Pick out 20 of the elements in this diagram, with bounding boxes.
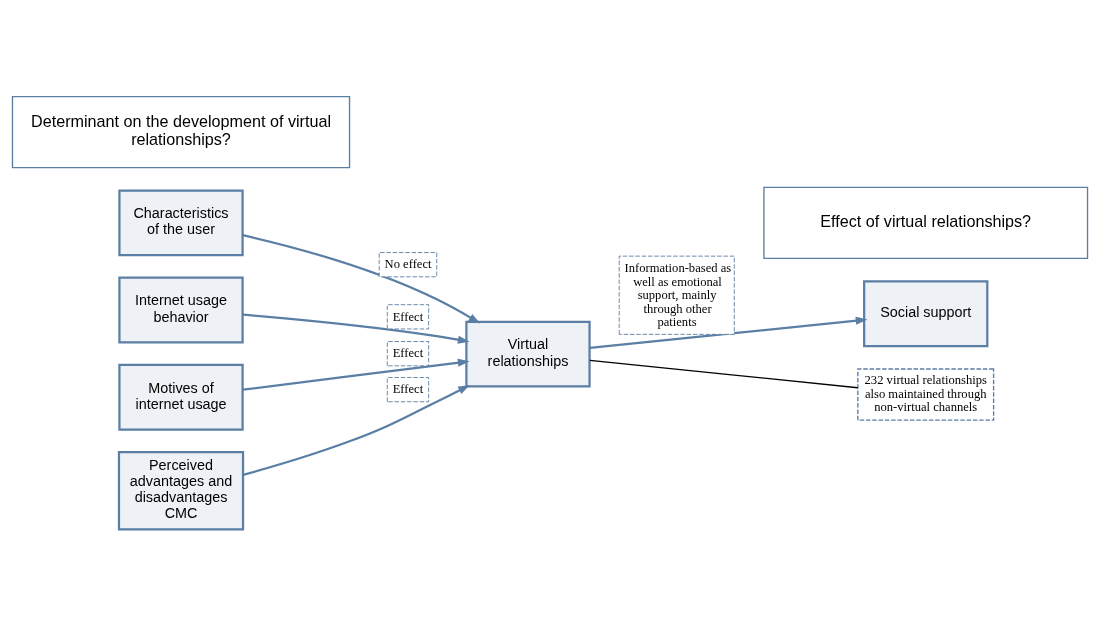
connector: [589, 359, 859, 388]
edge-label: No effect: [384, 256, 432, 271]
edge-label: Effect: [392, 381, 424, 396]
arrow: [589, 316, 868, 349]
node-box: Effect of virtual relationships?: [763, 186, 1089, 259]
node-box: Perceived advantages and disadvantages CMC: [117, 450, 245, 531]
arrow: [242, 233, 481, 323]
node-box: Characteristics of the user: [118, 188, 244, 256]
node-box: Internet usage behavior: [118, 276, 244, 344]
node-box: Motives of internet usage: [118, 363, 244, 431]
arrow: [242, 313, 470, 344]
node-box: Determinant on the development of virtual relationships?: [11, 95, 351, 168]
node-box: Social support: [863, 279, 989, 347]
edge-label: Information-based as well as emotional support, mainly through other patients: [624, 260, 732, 329]
node-box: 232 virtual relationships also maintained through non-virtual channels: [857, 367, 995, 421]
arrow: [242, 358, 470, 391]
arrow: [242, 384, 470, 476]
edge-label: Effect: [392, 345, 424, 360]
node-box: Virtual relationships: [465, 320, 591, 388]
edge-label: Effect: [392, 309, 424, 324]
